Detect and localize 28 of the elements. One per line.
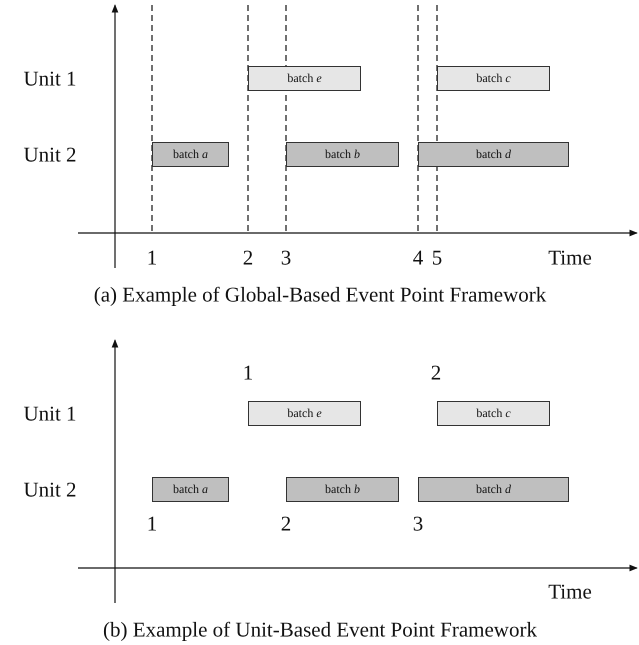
event-number: 2 [280, 512, 292, 536]
event-number: 1 [242, 360, 254, 386]
batch-bar: batch a [152, 142, 229, 167]
event-number: 2 [242, 246, 254, 270]
figure-caption: (b) Example of Unit-Based Event Point Framework [103, 618, 537, 642]
batch-bar: batch b [286, 142, 399, 167]
axis-label: Time [548, 580, 592, 604]
event-number: 1 [146, 246, 158, 270]
row-label: Unit 1 [23, 402, 77, 426]
event-number: 3 [280, 246, 292, 270]
batch-bar: batch b [286, 477, 399, 502]
batch-bar: batch d [418, 142, 569, 167]
batch-bar: batch d [418, 477, 569, 502]
batch-bar: batch c [437, 401, 550, 426]
row-label: Unit 2 [23, 478, 77, 502]
row-label: Unit 1 [23, 66, 77, 92]
batch-bar: batch a [152, 477, 229, 502]
axis-label: Time [548, 246, 592, 270]
event-number: 2 [430, 360, 442, 386]
row-label: Unit 2 [23, 142, 77, 168]
figure-caption: (a) Example of Global-Based Event Point Framework [94, 282, 546, 308]
event-number: 5 [432, 246, 442, 270]
batch-bar: batch c [437, 66, 550, 91]
batch-bar: batch e [248, 401, 361, 426]
event-number: 4 [412, 246, 424, 270]
event-number: 1 [146, 512, 158, 536]
batch-bar: batch e [248, 66, 361, 91]
event-number: 3 [412, 512, 424, 536]
